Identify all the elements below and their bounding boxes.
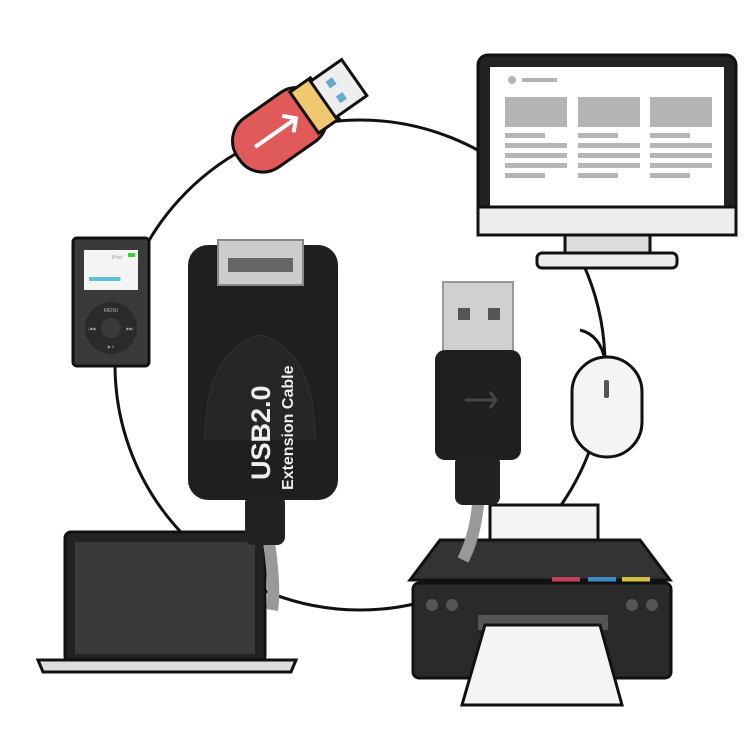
- ipod-play-label: ▶ II: [108, 344, 114, 349]
- ipod-label: iPod: [112, 255, 122, 261]
- usb-stick-icon: [231, 57, 369, 174]
- cable-label-usb: USB2.0: [246, 385, 276, 480]
- monitor-icon: [476, 53, 738, 270]
- mouse-icon: [570, 328, 644, 459]
- ipod-menu-label: MENU: [104, 308, 119, 314]
- male-connector-plug: [442, 281, 514, 358]
- ipod-prev-label: |◀◀: [88, 326, 96, 331]
- printer-icon: [407, 503, 673, 707]
- laptop-icon: [35, 530, 299, 674]
- ipod-next-label: ▶▶|: [126, 326, 133, 331]
- ipod-progress-bar: [89, 277, 121, 281]
- cable-label-extension: Extension Cable: [280, 365, 297, 490]
- usb-extension-cable: USB2.0 Extension Cable: [188, 239, 521, 611]
- usb-symbol-icon: [465, 391, 498, 409]
- ipod-icon: iPod MENU |◀◀ ▶▶| ▶ II: [71, 236, 151, 368]
